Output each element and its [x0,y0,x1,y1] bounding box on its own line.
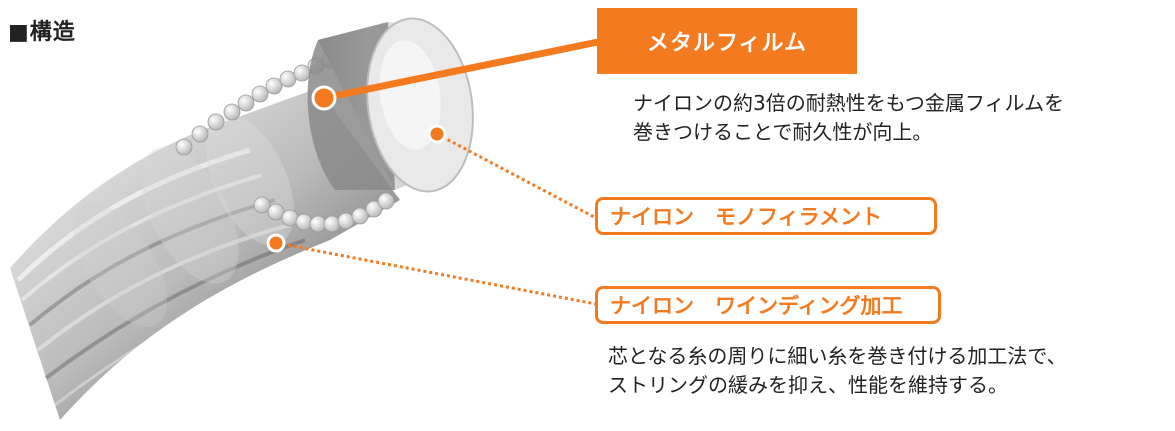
metal-film-marker [311,85,337,111]
monofilament-marker [427,124,447,144]
metal-film-description-line: ナイロンの約3倍の耐熱性をもつ金属フィルムを [633,91,1065,115]
winding-description-line: ストリングの緩みを抑え、性能を維持する。 [608,373,1008,397]
monofilament-leader [436,132,597,220]
metal-film-core [307,17,474,193]
metal-film-description: ナイロンの約3倍の耐熱性をもつ金属フィルムを 巻きつけることで耐久性が向上。 [633,89,1173,147]
winding-description-line: 芯となる糸の周りに細い糸を巻き付ける加工法で、 [608,344,1067,368]
metal-film-leader [320,38,602,102]
winding-marker [266,233,286,253]
winding-description: 芯となる糸の周りに細い糸を巻き付ける加工法で、 ストリングの緩みを抑え、性能を維… [608,342,1175,400]
metal-film-description-line: 巻きつけることで耐久性が向上。 [633,120,933,144]
winding-beads [175,51,395,233]
metal-film-label: メタルフィルム [597,8,857,74]
monofilament-label: ナイロン モノフィラメント [595,197,937,235]
section-heading: ■構造 [8,20,76,45]
winding-label: ナイロン ワインディング加工 [595,286,941,324]
winding-leader [275,241,597,306]
